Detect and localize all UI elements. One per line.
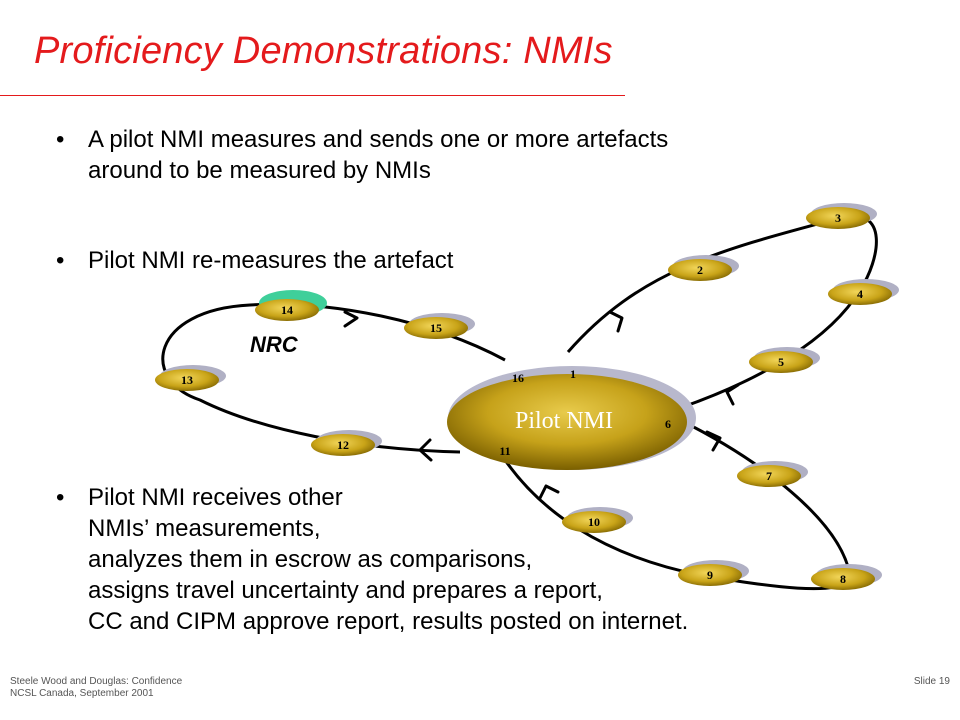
node-2: 2	[668, 255, 739, 281]
node-disc	[737, 465, 801, 487]
node-label: 2	[697, 263, 703, 277]
node-7: 7	[737, 461, 808, 487]
node-label: 9	[707, 568, 713, 582]
bullet-pilot-receives: • Pilot NMI receives other NMIs’ measure…	[56, 482, 908, 637]
bullet-text-line: assigns travel uncertainty and prepares …	[88, 577, 603, 604]
title-underline	[0, 95, 625, 96]
bullet-text-line: NMIs’ measurements,	[88, 515, 321, 542]
node-9: 9	[678, 560, 749, 586]
node-label: 12	[337, 438, 349, 452]
node-3: 3	[806, 203, 877, 229]
arrow-chevron	[538, 484, 560, 500]
node-8: 8	[811, 564, 882, 590]
node-label: 3	[835, 211, 841, 225]
arrow-chevron	[705, 430, 722, 452]
node-disc	[562, 511, 626, 533]
hub-port-16: 16	[512, 371, 524, 385]
bullet-glyph: •	[56, 247, 65, 274]
node-15: 15	[404, 313, 475, 339]
bullet-pilot-sends: • A pilot NMI measures and sends one or …	[56, 124, 888, 186]
bullet-glyph: •	[56, 126, 65, 153]
node-disc	[311, 434, 375, 456]
node-disc	[404, 317, 468, 339]
arrow-chevron	[418, 438, 433, 462]
footer-credit: Steele Wood and Douglas: Confidence NCSL…	[10, 676, 182, 700]
node-label: 5	[778, 355, 784, 369]
node-label: 13	[181, 373, 193, 387]
nrc-label: NRC	[250, 332, 299, 357]
flow-arrows	[343, 310, 740, 500]
footer-event: NCSL Canada, September 2001	[10, 688, 154, 699]
node-disc	[668, 259, 732, 281]
node-disc	[811, 568, 875, 590]
node-label: 10	[588, 515, 600, 529]
node-5: 5	[749, 347, 820, 373]
hub-body	[447, 374, 687, 470]
node-disc	[749, 351, 813, 373]
hub-port-1: 1	[570, 367, 576, 381]
node-12: 12	[311, 430, 382, 456]
footer-authors: Steele Wood and Douglas: Confidence	[10, 676, 183, 687]
arrow-chevron	[343, 310, 359, 328]
bullet-text-line: CC and CIPM approve report, results post…	[88, 608, 689, 635]
node-label: 14	[281, 303, 293, 317]
slide-number: Slide 19	[913, 676, 950, 687]
node-label: 15	[430, 321, 442, 335]
node-disc	[255, 299, 319, 321]
node-14-nrc: 14	[255, 290, 327, 321]
node-4: 4	[828, 279, 899, 305]
bullet-text-line: Pilot NMI re-measures the artefact	[88, 247, 454, 274]
arrow-chevron	[608, 310, 624, 333]
loop-left	[161, 302, 506, 454]
node-disc	[155, 369, 219, 391]
node-label: 4	[857, 287, 863, 301]
bullet-pilot-remeasures: • Pilot NMI re-measures the artefact	[56, 245, 454, 276]
slide-title: Proficiency Demonstrations: NMIs	[34, 30, 613, 72]
hub-label: Pilot NMI	[515, 408, 613, 434]
node-label: 8	[840, 572, 846, 586]
node-disc	[806, 207, 870, 229]
pilot-nmi-hub: Pilot NMI 16 1 6 11	[447, 366, 696, 470]
bullet-text-line: around to be measured by NMIs	[88, 157, 431, 184]
node-disc	[828, 283, 892, 305]
node-10: 10	[562, 507, 633, 533]
node-disc	[678, 564, 742, 586]
arrow-chevron	[725, 383, 740, 406]
node-13: 13	[155, 365, 226, 391]
bullet-text-line: analyzes them in escrow as comparisons,	[88, 546, 533, 573]
bullet-text-line: Pilot NMI receives other	[88, 484, 343, 511]
node-label: 7	[766, 469, 772, 483]
bullet-glyph: •	[56, 484, 65, 511]
hub-port-11: 11	[499, 444, 510, 458]
hub-port-6: 6	[665, 417, 671, 431]
bullet-text-line: A pilot NMI measures and sends one or mo…	[88, 126, 669, 153]
